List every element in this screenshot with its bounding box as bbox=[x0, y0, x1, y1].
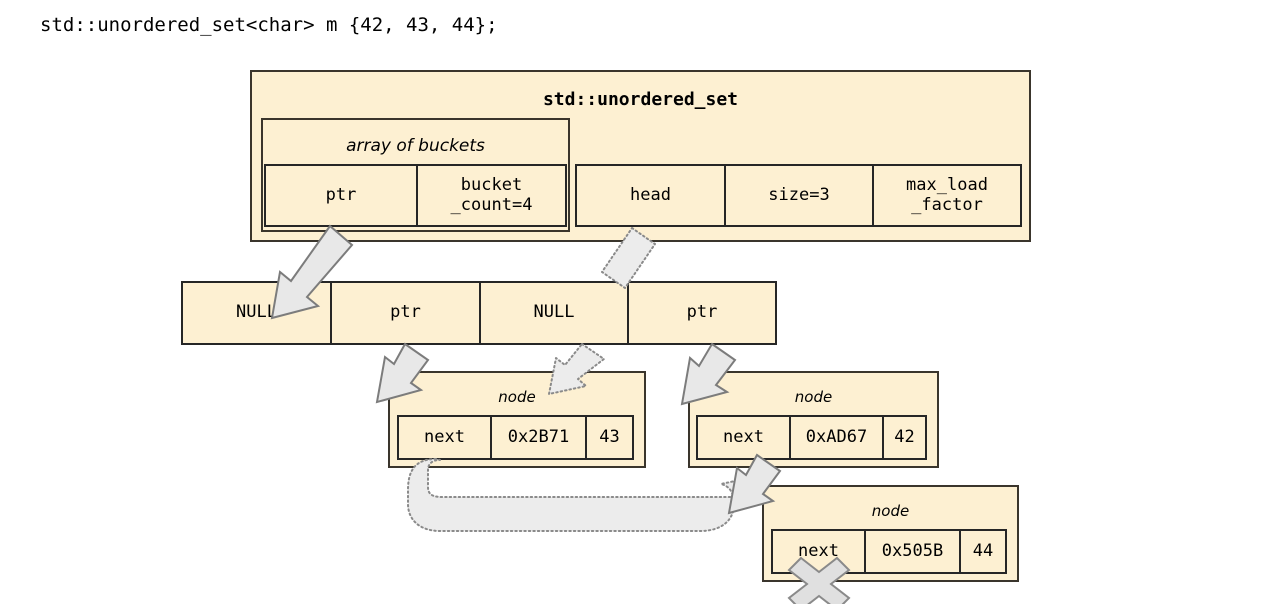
bucket-slot-2: NULL bbox=[479, 281, 629, 345]
bucket-array: NULL ptr NULL ptr bbox=[181, 281, 781, 345]
node-44-cells: next 0x505B 44 bbox=[771, 529, 1011, 574]
node-next-cell: next bbox=[696, 415, 791, 460]
head-field: head bbox=[575, 164, 726, 227]
max-load-factor-field: max_load _factor bbox=[872, 164, 1022, 227]
bucket-slot-3: ptr bbox=[627, 281, 777, 345]
node-label: node bbox=[871, 502, 910, 520]
node-value-cell: 43 bbox=[585, 415, 634, 460]
node-value-cell: 42 bbox=[882, 415, 927, 460]
node-42-cells: next 0xAD67 42 bbox=[696, 415, 931, 460]
node-address-cell: 0x505B bbox=[864, 529, 961, 574]
bucket-slot-1: ptr bbox=[330, 281, 481, 345]
node-43-cells: next 0x2B71 43 bbox=[397, 415, 638, 460]
node-value-cell: 44 bbox=[959, 529, 1007, 574]
arrow-node43-next-to-node-42 bbox=[407, 458, 750, 532]
node-next-cell: next bbox=[771, 529, 866, 574]
ptr-field: ptr bbox=[264, 164, 418, 227]
node-next-cell: next bbox=[397, 415, 492, 460]
node-address-cell: 0xAD67 bbox=[789, 415, 884, 460]
bucket-slot-0: NULL bbox=[181, 281, 332, 345]
bucket-count-field: bucket _count=4 bbox=[416, 164, 567, 227]
node-address-cell: 0x2B71 bbox=[490, 415, 587, 460]
buckets-group-fields: ptr bucket _count=4 bbox=[264, 164, 567, 227]
size-field: size=3 bbox=[724, 164, 874, 227]
container-fields: head size=3 max_load _factor bbox=[575, 164, 1024, 227]
code-declaration: std::unordered_set<char> m {42, 43, 44}; bbox=[40, 14, 498, 36]
node-label: node bbox=[498, 388, 536, 406]
container-title: std::unordered_set bbox=[542, 89, 739, 110]
array-of-buckets-label: array of buckets bbox=[346, 136, 485, 156]
node-label: node bbox=[794, 388, 833, 406]
